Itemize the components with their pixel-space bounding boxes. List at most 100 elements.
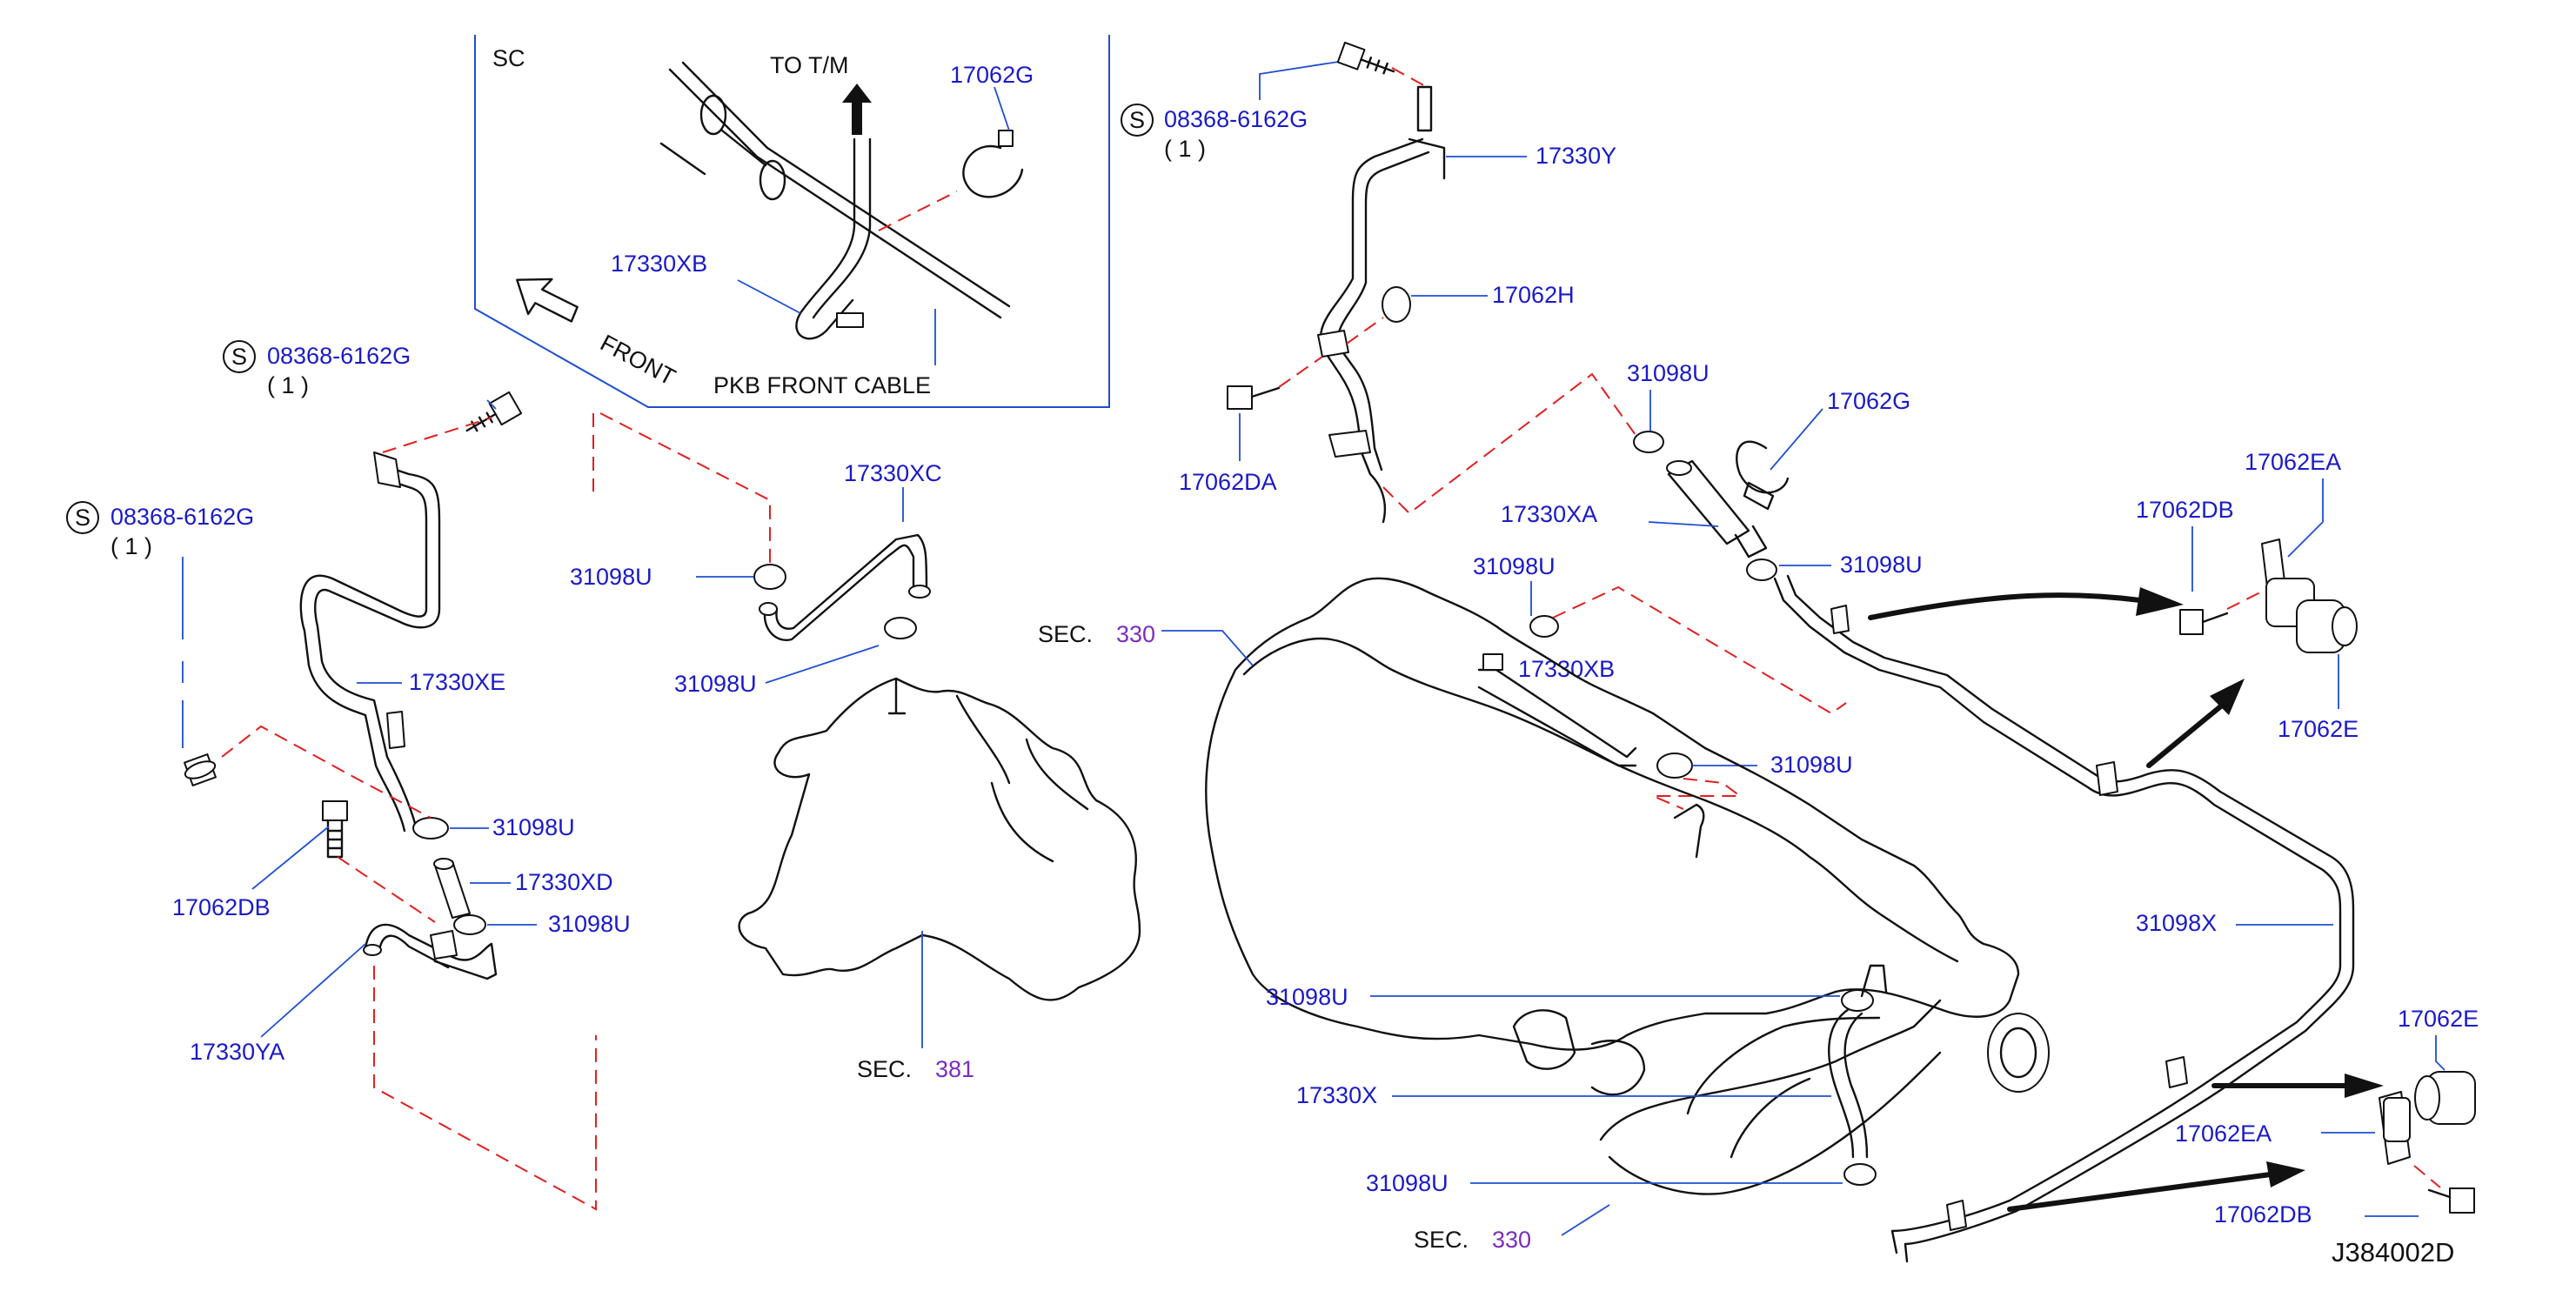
right-bracket-17330Y (1408, 85, 1446, 180)
right-bolt-17062DB-b-label: 17062DB (2214, 1201, 2312, 1227)
bolt-17062DB-icon (2179, 609, 2229, 635)
inset-hose-b (812, 137, 872, 319)
to-tm-label: TO T/M (770, 52, 849, 78)
left-clamp-b-label: 31098U (548, 911, 631, 937)
detail-arrow-1-head-icon (2136, 587, 2184, 616)
middle-sec-label: SEC. (857, 1056, 912, 1082)
right-hose-17330XB-end (1482, 653, 1503, 671)
right-clamp-lower-2-icon (1843, 1163, 1877, 1186)
s-badge-letter: S (75, 505, 90, 531)
grommet-17062H-icon (1382, 286, 1411, 323)
left-short-hose-end (433, 858, 454, 870)
left-pipe-17330YA-b (378, 934, 450, 969)
grommet-17062E-icon (2296, 599, 2358, 653)
right-bolt-leader (1259, 60, 1345, 100)
left-bracket-mid (386, 711, 405, 749)
inset-17062G-leader (994, 86, 1010, 131)
left-17062DB-leader (251, 826, 330, 890)
output-flange-icon (1987, 1013, 2050, 1093)
pkb-cable (668, 68, 1002, 319)
inset-17330XB-leader (737, 279, 801, 314)
detail-arrow-2-head-icon (2210, 679, 2245, 715)
transmission-330-body (1242, 637, 1959, 963)
inset-clamp (836, 312, 864, 328)
detail-arrow-3-head-icon (2345, 1074, 2384, 1098)
left-pipe-17330YA-label: 17330YA (190, 1039, 284, 1065)
right-phantom-h (1346, 317, 1384, 344)
left-phantom-1 (382, 417, 492, 453)
right-phantom-right (1652, 778, 1743, 810)
to-tm-arrow-icon (842, 84, 872, 135)
detail-arrow-4 (2007, 1172, 2273, 1212)
left-clamp-b-icon (453, 914, 486, 935)
right-clip-17062G-label: 17062G (1827, 388, 1910, 414)
right-grommet-17062E-label: 17062E (2278, 716, 2359, 742)
pkb-front-cable-label: PKB FRONT CABLE (713, 372, 931, 398)
transmission-330-outline (1205, 577, 2020, 1051)
left-clamp-a-icon (412, 817, 449, 839)
inset-clip-tab (998, 130, 1014, 147)
right-pipe-bracket-2 (2096, 761, 2118, 796)
left-short-hose-icon (434, 860, 471, 919)
front-arrow-label: FRONT (596, 330, 679, 391)
s-badge-letter: S (1129, 107, 1145, 133)
right-clamp-top-label: 31098U (1627, 360, 1710, 386)
detail-arrow-2 (2146, 702, 2225, 768)
right-pipe-31098X-b (1786, 574, 2355, 1263)
right-17330XA-leader (1648, 521, 1719, 527)
inset-title: SC (492, 45, 525, 71)
left-hose-17330XD-label: 17330XD (515, 869, 613, 895)
right-small-pipe (1673, 803, 1705, 859)
bolt-icon (184, 753, 217, 786)
bolt-icon (1336, 41, 1395, 75)
inset-hose (795, 137, 856, 340)
right-pipe-17330Y-b (1336, 151, 1430, 472)
right-pipe-31098X (1773, 577, 2342, 1254)
right-clamp-right-icon (1656, 753, 1693, 779)
right-pipe-bracket-4 (1946, 1200, 1967, 1231)
middle-hose-17330XC (763, 533, 928, 641)
right-bolt-label: 08368-6162G (1164, 106, 1308, 132)
right-pipe-17330Y (1319, 137, 1424, 524)
right-bolt-17062DB-label: 17062DB (2136, 497, 2234, 523)
right-hose-17330XB-icon (1477, 668, 1637, 767)
left-hose-group: S 08368-6162G ( 1 ) S 08368-6162G ( 1 ) … (66, 340, 771, 1211)
right-grommet-17062H-label: 17062H (1492, 282, 1575, 308)
transmission-330-dome (1686, 1016, 1881, 1159)
right-clamp-left-label: 31098U (1473, 553, 1556, 579)
bolt-17062DB-icon (322, 800, 348, 859)
transmission-330-lower (1512, 1009, 1646, 1096)
inset-frame (474, 35, 1110, 408)
inset-17330XB-label: 17330XB (611, 251, 707, 277)
drawing-code: J384002D (2332, 1237, 2454, 1268)
bolt-17062DA-icon (1227, 385, 1281, 410)
right-clamp-lower-2-label: 31098U (1366, 1170, 1449, 1196)
s-badge-letter: S (231, 344, 247, 370)
inset-detail: SC TO T/M FRONT PKB FRONT CABLE 17062G 1… (474, 35, 1110, 408)
s-badge-icon (1121, 104, 1154, 137)
left-bolt-label-2: 08368-6162G (110, 504, 254, 530)
left-pipe-17330YA (364, 923, 498, 980)
inset-17062G-label: 17062G (950, 62, 1034, 88)
left-bolt-17062DB-label: 17062DB (172, 894, 271, 920)
left-17330YA-leader (260, 943, 366, 1038)
s-badge-icon (66, 501, 99, 534)
right-clamp-mid-label: 31098U (1840, 552, 1923, 578)
right-bolt-qty: ( 1 ) (1164, 136, 1206, 162)
right-pipe-bracket-b (1328, 430, 1371, 458)
right-grommet-17062E-b-label: 17062E (2398, 1006, 2479, 1032)
left-bracket-top (373, 452, 401, 488)
right-phantom-left (1552, 585, 1847, 715)
inset-clip-17062G (962, 144, 1024, 198)
right-sec-bottom-label: SEC. (1414, 1227, 1469, 1253)
left-bolt-label-1: 08368-6162G (267, 343, 411, 369)
right-clamp-mid-icon (1746, 559, 1777, 581)
right-clamp-top-icon (1633, 431, 1664, 453)
left-phantom-2 (221, 725, 432, 819)
left-clamp-a-label: 31098U (492, 814, 575, 840)
right-clamp-right-label: 31098U (1770, 752, 1853, 778)
middle-clamp-lower-leader (765, 645, 880, 684)
left-bolt-qty-1: ( 1 ) (267, 372, 309, 398)
right-hose-17330XA-label: 17330XA (1501, 501, 1597, 527)
